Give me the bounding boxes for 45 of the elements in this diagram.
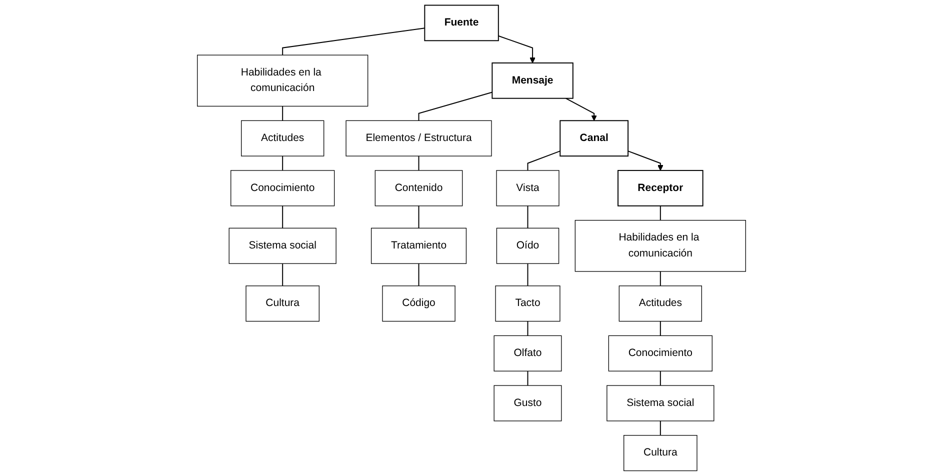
node-box: Tratamiento [370,228,467,264]
node-box: Gusto [494,385,562,422]
node-box: Conocimiento [608,335,712,372]
node-box: Vista [496,170,560,206]
node-box: Receptor [618,170,704,206]
arrow [565,98,597,121]
node-box: Elementos / Estructura [346,120,492,156]
node-box: Actitudes [241,120,324,156]
connector [282,28,426,56]
node-box: Mensaje [492,62,574,99]
node-box: Cultura [624,435,698,472]
node-box: Oído [496,228,560,264]
connector [660,420,661,436]
connector [418,92,493,122]
arrow [628,150,664,171]
node-box: Habilidades en la comunicación [197,54,368,107]
node-box: Canal [560,120,629,157]
connector [527,370,528,386]
node-box: Código [382,286,456,322]
connector [660,320,661,336]
node-box: Habilidades en la comunicación [574,220,746,272]
connector [660,370,661,386]
node-box: Contenido [374,170,463,206]
connector [527,263,528,286]
connector [282,205,284,229]
connector [527,320,528,336]
connector [418,263,420,286]
connector [660,205,661,221]
node-box: Fuente [424,4,499,42]
node-box: Tacto [495,286,560,322]
node-box: Sistema social [228,228,336,264]
node-box: Olfato [494,335,562,372]
node-box: Actitudes [618,286,702,322]
connector [527,150,561,171]
connector [527,205,528,229]
node-box: Conocimiento [230,170,335,206]
connector [418,156,420,171]
node-box: Sistema social [606,385,714,422]
node-box: Cultura [246,286,320,322]
connector [282,263,284,286]
connector [282,106,284,122]
connector [282,156,284,171]
connector [418,205,420,229]
arrow [498,35,536,64]
connector [660,270,661,286]
